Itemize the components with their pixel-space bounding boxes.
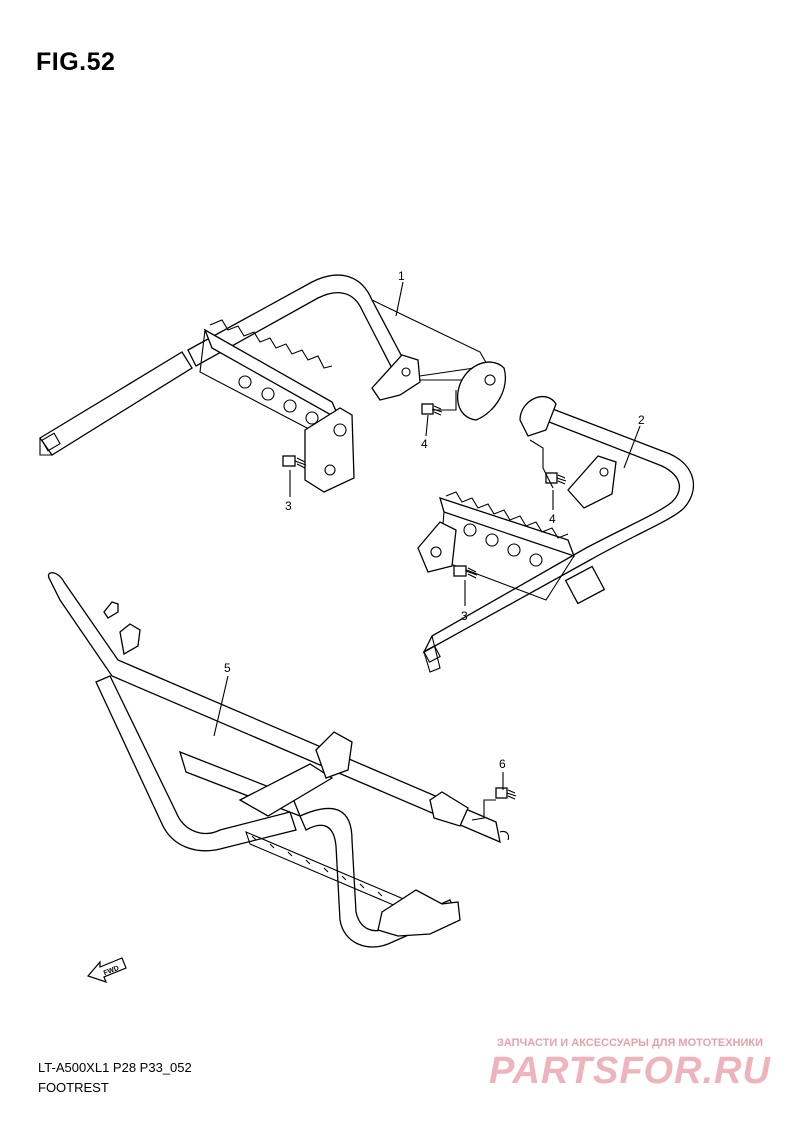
part-5-guard-frame (47, 572, 510, 948)
section-name-label: FOOTREST (38, 1080, 109, 1095)
callout-6: 6 (499, 757, 506, 771)
bolt-3-left (282, 455, 307, 469)
callout-3-right: 3 (461, 609, 468, 623)
figure-title: FIG.52 (36, 48, 116, 76)
callout-4-left: 4 (421, 437, 428, 451)
callout-5: 5 (224, 661, 231, 675)
part-2-footrest-bracket-right (417, 395, 694, 673)
watermark-tagline: ЗАПЧАСТИ И АКСЕССУАРЫ ДЛЯ МОТОТЕХНИКИ (496, 1037, 764, 1049)
bolt-4-left (421, 403, 443, 416)
bolt-6 (495, 787, 517, 800)
callout-3-left: 3 (285, 499, 292, 513)
callout-1: 1 (398, 269, 405, 283)
callout-4-right: 4 (549, 512, 556, 526)
leader-lines (213, 281, 641, 821)
callout-labels: 1 2 3 3 4 4 5 6 (224, 269, 645, 771)
model-code-label: LT-A500XL1 P28 P33_052 (38, 1060, 192, 1075)
bolt-4-right (545, 472, 567, 485)
bolt-3-right (453, 565, 478, 579)
forward-direction-arrow-icon: FWD (86, 957, 127, 983)
callout-2: 2 (638, 413, 645, 427)
part-1-footrest-bracket-left (39, 274, 506, 493)
watermark-logo: PARTSFOR.RU (489, 1050, 771, 1092)
